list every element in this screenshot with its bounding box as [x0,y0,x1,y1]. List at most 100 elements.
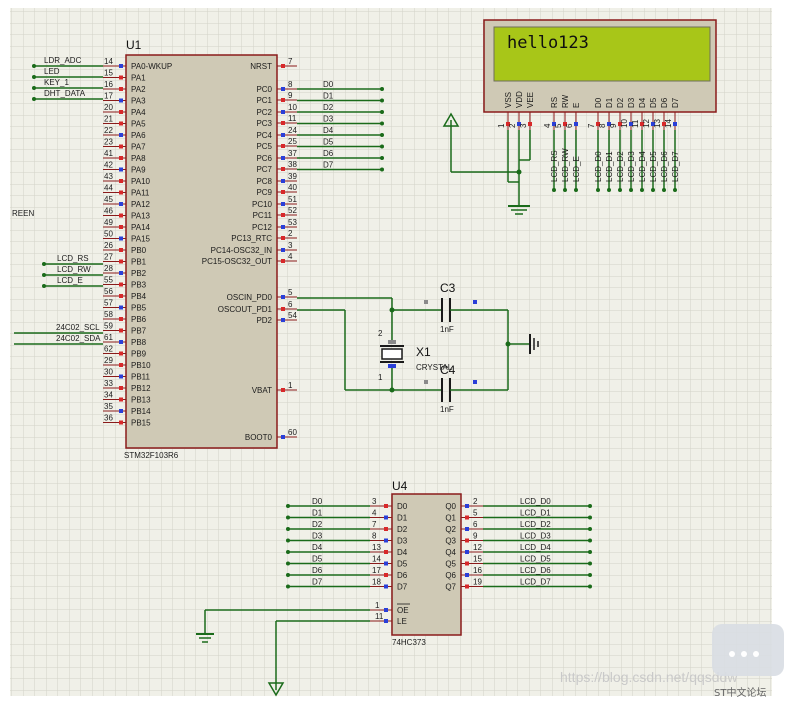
lcd-pin-number: 14 [664,119,673,128]
u1-pin-marker [119,317,123,321]
u1-pin-number: 42 [104,161,113,170]
u4-pin-number: 8 [372,532,377,541]
lcd-pin-name: D0 [594,97,603,108]
u1-pin-number: 21 [104,115,113,124]
u4-out-label: LCD_D6 [520,566,551,575]
lcd-module[interactable]: hello123 1VSS2VDD3VEE4RS5RW6E7D08D19D210… [483,19,717,130]
u1-pin-name: PB3 [131,281,147,290]
u1-pin-marker [281,179,285,183]
u1-pin-marker [281,156,285,160]
u1-net-end [380,121,384,126]
u1-left-nets: LDR_ADC LED KEY_1 DHT_DATA LCD_RS LCD_RW… [14,56,103,345]
u1-pin-marker [119,87,123,91]
u1-pin-number: 40 [288,183,297,192]
c3-value: 1nF [440,325,454,334]
u1-pin-name: PB9 [131,350,147,359]
forum-logo [712,624,784,676]
u4-in-label: D1 [312,509,323,518]
u1-pin-name: PC8 [256,177,272,186]
u1-pin-number: 60 [288,428,297,437]
lcd-screen [493,26,711,82]
crystal-circuit[interactable]: C3 1nF C4 1nF 2 1 X1 CRYSTAL [297,281,539,414]
u1-pin-marker [281,259,285,263]
u4-pin-marker [384,550,388,554]
u4-pin-name: D0 [397,502,408,511]
lcd-pin-name: RW [561,94,570,108]
u4-in-end [286,550,290,554]
lcd-pin-number: 12 [642,119,651,128]
lcd-pin-marker [596,122,600,126]
u1-pin-marker [281,295,285,299]
u1-pin-marker [281,388,285,392]
u1-pin-number: 38 [288,160,297,169]
u1-pin-number: 16 [104,80,113,89]
u1-pin-marker [119,213,123,218]
u1-pin-marker [281,225,285,229]
u4-pin-marker [384,538,388,543]
u1-pin-marker [119,259,123,264]
u1-pin-name: PC0 [256,85,272,94]
lcd-pin-marker [574,122,578,126]
lcd-net-label: LCD_D1 [605,151,614,182]
u1-pin-marker [119,236,123,241]
u1-pin-number: 37 [288,149,297,158]
c4-value: 1nF [440,405,454,414]
u4-pin-number: 6 [473,520,478,529]
u1-pin-marker [281,202,285,206]
u1-pin-name: BOOT0 [245,433,273,442]
u4-pin-marker [384,515,388,520]
lcd-pin-name: D4 [638,97,647,108]
u1-pin-marker [281,144,285,148]
u1-net-label: D5 [323,138,334,147]
u4-pin-marker [384,608,388,612]
lcd-pin-marker [618,122,622,126]
u1-pin-number: 52 [288,206,297,215]
net-24c02-scl: 24C02_SCL [56,323,100,332]
u4-out-end [588,515,592,520]
u1-pin-marker [119,351,123,356]
u1-mcu[interactable]: U1 STM32F103R6 14PA0-WKUP15PA116PA217PA3… [103,38,297,460]
u4-pin-name: OE [397,606,409,615]
u4-out-label: LCD_D1 [520,509,551,518]
u1-pin-number: 15 [104,69,113,78]
u1-pin-marker [281,87,285,91]
lcd-pin-name: D1 [605,97,614,108]
lcd-net-end [563,188,567,192]
u4-control-wires [196,609,370,697]
u1-pin-name: OSCIN_PD0 [227,293,273,302]
u1-net-end [380,144,384,149]
x1-pin1: 1 [378,373,383,382]
lcd-net-end [552,188,556,192]
u4-pin-marker [465,561,469,566]
u1-pin-marker [119,133,123,137]
u1-pin-number: 26 [104,241,113,250]
u4-out-label: LCD_D2 [520,520,551,529]
u1-pin-number: 8 [288,80,293,89]
lcd-net-label: LCD_RS [550,150,559,182]
u1-pin-marker [281,98,285,102]
lcd-pin-number: 8 [598,123,607,128]
u4-ref: U4 [392,479,408,493]
net-key1: KEY_1 [44,78,69,87]
u1-pin-name: PB7 [131,327,147,336]
lcd-net-end [574,188,578,192]
u1-net-label: D7 [323,161,334,170]
net-lcd-e: LCD_E [57,276,83,285]
u1-pin-number: 59 [104,322,113,331]
u1-pin-name: PA0-WKUP [131,62,172,71]
u1-pin-marker [281,64,285,68]
u4-pin-number: 7 [372,520,377,529]
u1-right-pins: 7NRST8PC09PC110PC211PC324PC425PC537PC638… [202,57,298,442]
net-lcd-rw: LCD_RW [57,265,91,274]
lcd-net-label: LCD_D4 [638,151,647,182]
lcd-pin-marker [629,122,633,126]
u1-pin-marker [119,225,123,229]
u1-pin-name: PC4 [256,131,272,140]
u4-out-label: LCD_D4 [520,543,551,552]
u4-pin-marker [465,527,469,531]
u1-pin-number: 20 [104,103,113,112]
u1-pin-number: 22 [104,126,113,135]
u1-net-end [380,110,384,114]
u4-latch[interactable]: U4 74HC373 3D04D17D28D313D414D517D618D72… [370,479,483,647]
